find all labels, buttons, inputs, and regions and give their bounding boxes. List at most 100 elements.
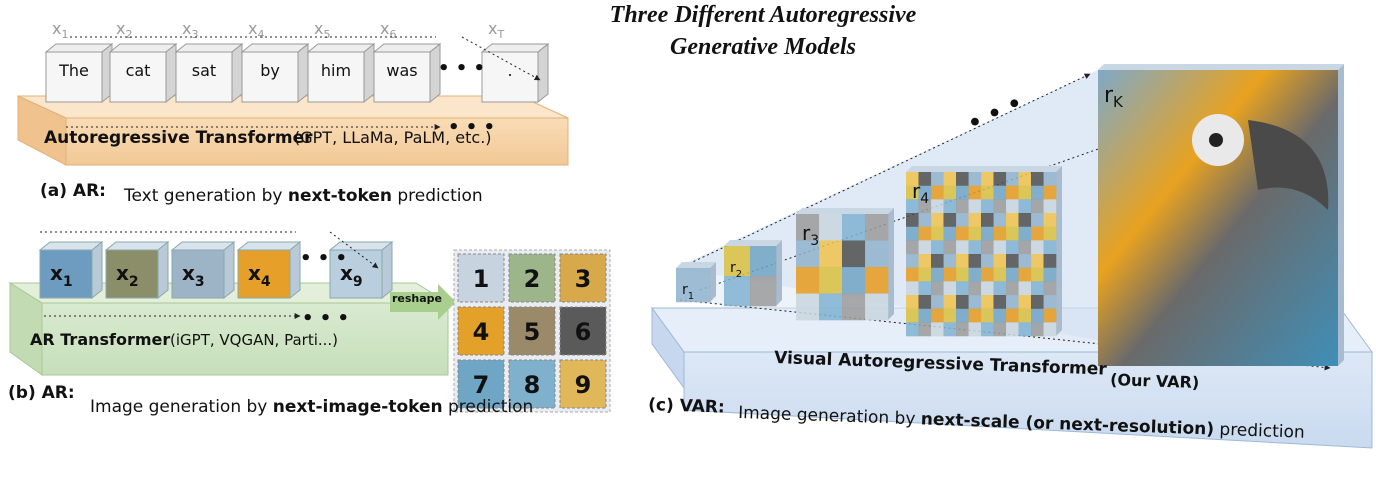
scale-map-pixel: [981, 267, 994, 282]
image-token-side: [157, 240, 169, 300]
scale-map-pixel: [993, 254, 1007, 268]
image-token-face: [237, 249, 291, 299]
scale-map-pixel: [943, 254, 957, 268]
scale-map-pixel: [918, 281, 932, 296]
ar-transformer-examples: (GPT, LLaMa, PaLM, etc.): [294, 128, 492, 147]
scale-map-pixel: [1006, 295, 1019, 309]
scale-map-pixel: [906, 185, 919, 200]
scale-map-pixel: [943, 281, 957, 296]
grid-cell: [559, 253, 607, 303]
image-token-face: [39, 249, 93, 299]
image-token-label: x4: [248, 261, 271, 290]
scale-map-pixel: [956, 240, 969, 255]
scale-map-pixel: [865, 293, 889, 321]
scale-map-pixel: [865, 214, 889, 241]
scale-map-pixel: [918, 226, 932, 241]
scale-map-pixel: [1031, 199, 1044, 214]
image-token-label: x1: [50, 261, 73, 290]
scale-map-pixel: [842, 214, 866, 241]
scale-connector-top: [679, 73, 1091, 269]
scale-map-pixel: [865, 267, 889, 294]
grid-cell: [457, 253, 505, 303]
grid-cell: [559, 306, 607, 356]
scale-map-pixel: [842, 240, 866, 268]
scale-map-pixel: [968, 254, 982, 268]
scale-map-pixel: [931, 226, 944, 241]
scale-map-pixel: [842, 267, 866, 294]
slab-front: [65, 117, 569, 166]
token-box-top: [480, 43, 550, 53]
scale-map-pixel: [1006, 254, 1019, 268]
scale-map-pixel: [968, 308, 982, 323]
scale-map-pixel: [906, 172, 919, 186]
scale-map-pixel: [981, 322, 994, 337]
scale-map-pixel: [1043, 172, 1057, 186]
scale-map-pixel: [1031, 254, 1044, 268]
scale-map-pixel: [906, 267, 919, 282]
scale-map-pixel: [1018, 254, 1032, 268]
ellipsis-a-bottom: • • •: [448, 117, 495, 138]
image-token-face: [171, 249, 225, 299]
token-box-face: [241, 51, 299, 103]
scale-map-pixel: [931, 308, 944, 323]
figure-title-line1: Three Different Autoregressive: [610, 2, 917, 28]
scale-map-pixel: [981, 240, 994, 255]
image-token-side: [289, 240, 301, 300]
scale-map-pixel: [931, 213, 944, 227]
token-box-side: [165, 42, 177, 104]
token-box-top: [306, 43, 376, 53]
scale-map-pixel: [993, 172, 1007, 186]
grid-cell-label: 1: [473, 265, 490, 293]
scale-map-pixel: [1043, 322, 1057, 337]
grid-cell-label: 5: [524, 318, 541, 346]
token-var-label: x2: [116, 19, 132, 41]
scale-map-pixel: [918, 185, 932, 200]
scale-map-pixel: [1018, 281, 1032, 296]
scale-map-pixel: [906, 254, 919, 268]
scale-map-pixel: [931, 185, 944, 200]
token-box-face: [109, 51, 167, 103]
image-token-label: x2: [116, 261, 139, 290]
figure-title-line2: Generative Models: [670, 34, 856, 60]
scale-map: r3: [796, 208, 894, 321]
scale-map-pixel: [796, 240, 820, 268]
scale-map-pixel: [943, 308, 957, 323]
scale-map-top: [724, 240, 782, 246]
parrot-eye: [1209, 133, 1223, 147]
scale-map-pixel: [943, 322, 957, 337]
scale-map-pixel: [981, 199, 994, 214]
scale-map-side: [776, 240, 782, 306]
scale-map-pixel: [968, 172, 982, 186]
scale-map-pixel: [943, 185, 957, 200]
scale-map-pixel: [1031, 226, 1044, 241]
scale-map-pixel: [981, 213, 994, 227]
scale-map-side: [1338, 64, 1344, 366]
scale-map-top: [906, 166, 1062, 172]
scale-map-pixel: [918, 322, 932, 337]
scale-map-pixel: [906, 240, 919, 255]
scale-map-pixel: [1043, 281, 1057, 296]
scale-map-pixel: [943, 172, 957, 186]
token-box-face: [481, 51, 539, 103]
scale-map-pixel: [724, 276, 751, 307]
scale-map-pixel: [981, 281, 994, 296]
caption-a-bold: next-token: [288, 186, 392, 206]
scale-map-pixel: [906, 199, 919, 214]
token-word: was: [386, 61, 417, 80]
scale-map-pixel: [918, 254, 932, 268]
ar-image-transformer-label: AR Transformer: [30, 330, 170, 349]
token-box-top: [372, 43, 442, 53]
panel-a: • • • Autoregressive Transformer (GPT, L…: [17, 19, 569, 206]
ellipsis-b-top: • • •: [300, 248, 347, 269]
scale-map-pixel: [1031, 295, 1044, 309]
scale-map-pixel: [943, 267, 957, 282]
token-var-label: x1: [52, 19, 68, 41]
scale-map-pixel: [1006, 199, 1019, 214]
